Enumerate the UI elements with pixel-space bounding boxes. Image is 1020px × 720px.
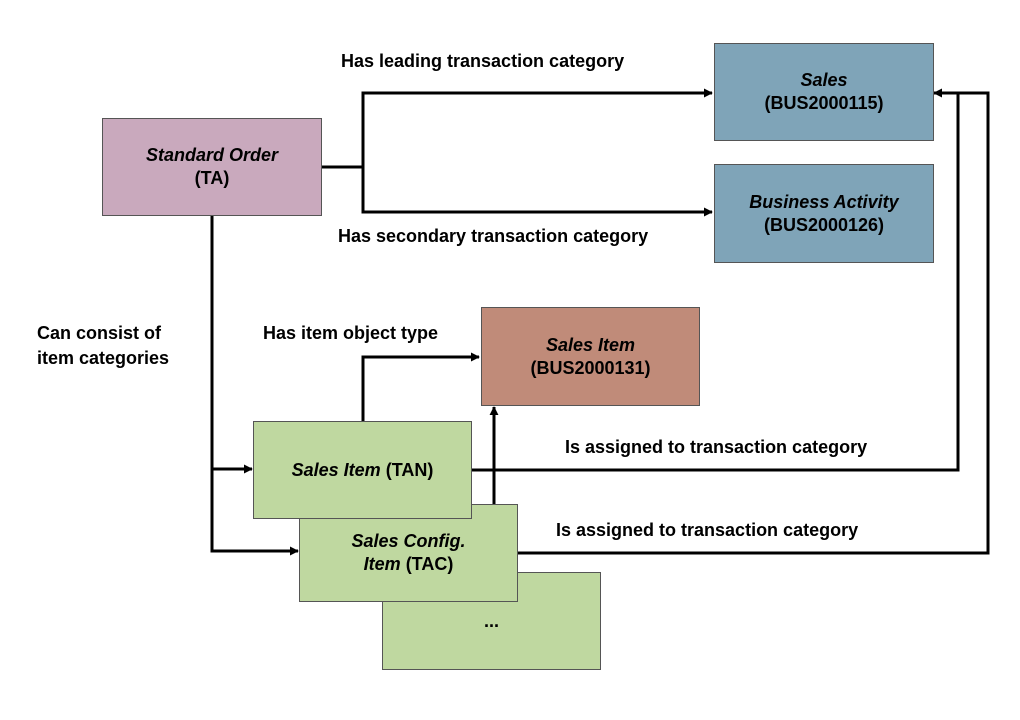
business-activity-name: Business Activity	[749, 191, 899, 212]
label-assigned-tac: Is assigned to transaction category	[556, 520, 859, 540]
label-secondary-category: Has secondary transaction category	[338, 226, 649, 246]
business-activity-code: (BUS2000126)	[763, 214, 885, 235]
sales-item-object-name: Sales Item	[545, 334, 636, 355]
sales-category-name: Sales	[800, 70, 848, 90]
standard-order-name: Standard Order	[145, 145, 279, 165]
sales-category-code: (BUS2000115)	[764, 93, 884, 113]
sales-item-tan-name: Sales Item	[291, 459, 381, 480]
sales-item-object-node: Sales Item (BUS2000131)	[481, 307, 700, 406]
sales-config-item-code: (TAC)	[405, 554, 454, 574]
edge-tan-item-object-type	[361, 352, 480, 422]
sales-category-node: Sales (BUS2000115)	[714, 43, 934, 141]
standard-order-code: (TA)	[194, 168, 230, 188]
label-item-object-type: Has item object type	[263, 323, 439, 343]
sales-item-tan-node: Sales Item (TAN)	[253, 421, 472, 519]
business-activity-node: Business Activity (BUS2000126)	[714, 164, 934, 263]
sales-item-object-code: (BUS2000131)	[530, 357, 651, 378]
sales-item-tan-code: (TAN)	[385, 459, 434, 480]
edge-tan-assigned-to-sales	[472, 88, 960, 472]
label-consist-line1: Can consist of	[37, 323, 162, 343]
edge-leading-to-sales	[361, 88, 713, 167]
edge-order-to-tac	[210, 469, 299, 556]
more-item-categories-text: ...	[483, 610, 499, 631]
label-leading-category: Has leading transaction category	[341, 51, 625, 71]
edge-tac-assigned-to-sales	[517, 91, 990, 555]
standard-order-node: Standard Order (TA)	[102, 118, 322, 216]
sales-config-item-name-line2: Item	[363, 554, 401, 574]
sales-config-item-name-line1: Sales Config.	[351, 531, 466, 551]
edge-order-to-tan	[210, 216, 253, 474]
edge-secondary-to-business-activity	[361, 167, 713, 217]
label-consist-line2: item categories	[37, 348, 170, 368]
sales-config-item-node: Sales Config. Item (TAC)	[299, 504, 518, 602]
label-assigned-tan: Is assigned to transaction category	[565, 437, 868, 457]
